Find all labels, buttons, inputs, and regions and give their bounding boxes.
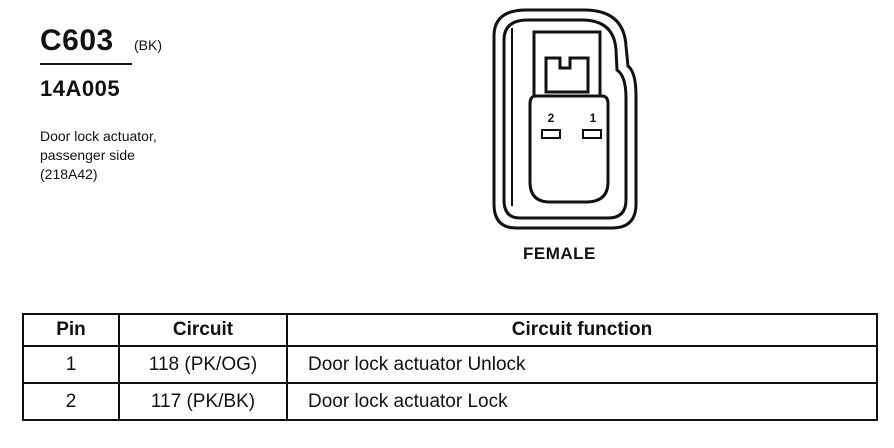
description-line: (218A42) [40,166,98,182]
cell-pin: 2 [22,382,120,421]
locking-tab-frame [532,30,602,98]
cavity-label-1: 1 [590,111,597,125]
description-line: passenger side [40,147,135,163]
part-number: 14A005 [40,76,121,101]
pin-cavity-1 [582,129,602,139]
cell-pin: 1 [22,345,120,384]
connector-description: Door lock actuator, passenger side (218A… [40,127,157,184]
table-row: 2 117 (PK/BK) Door lock actuator Lock [22,382,878,421]
table-header-row: Pin Circuit Circuit function [22,313,878,347]
pinout-table: Pin Circuit Circuit function 1 118 (PK/O… [22,313,878,421]
table-row: 1 118 (PK/OG) Door lock actuator Unlock [22,345,878,384]
connector-housing-inner [502,18,628,220]
connector-face-diagram: 2 1 [492,8,638,230]
locking-tab [544,56,590,94]
description-line: Door lock actuator, [40,128,157,144]
connector-id-underline [40,63,132,65]
cavity-label-2: 2 [548,111,555,125]
cell-circuit-function: Door lock actuator Lock [286,382,878,421]
cell-circuit: 117 (PK/BK) [118,382,288,421]
connector-id: C603 [40,24,114,57]
connector-housing-outer [492,8,638,230]
color-code: (BK) [134,37,162,53]
header-pin: Pin [22,313,120,347]
cell-circuit-function: Door lock actuator Unlock [286,345,878,384]
cavity-body [528,94,610,204]
header-circuit-function: Circuit function [286,313,878,347]
pin-cavity-2 [541,129,561,139]
connector-gender-label: FEMALE [523,244,596,263]
header-circuit: Circuit [118,313,288,347]
cell-circuit: 118 (PK/OG) [118,345,288,384]
